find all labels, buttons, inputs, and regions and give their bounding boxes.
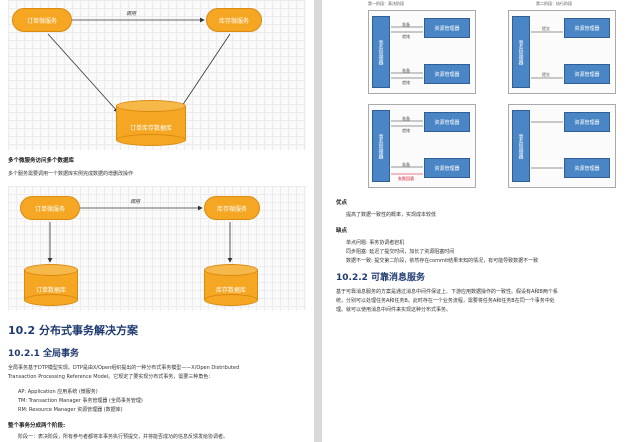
cons-item-2: 同步阻塞: 延迟了提交时间，加长了资源阻塞时间 bbox=[346, 249, 455, 255]
phase1-title: 第一阶段：表决阶段 bbox=[368, 1, 404, 6]
call-arrow-label: 调用 bbox=[126, 11, 137, 17]
desc-multi-service: 多个服务需要调用一个数据库实例完成数据的增删改操作 bbox=[8, 171, 134, 177]
rm-box-1b: 资源管理器 bbox=[424, 64, 470, 84]
cons-item-3: 数据不一致: 提交第二阶段，依然存在commit结果未知的情况，有可能导致数据不… bbox=[346, 258, 539, 264]
arrow-ready-1a: 就绪 bbox=[402, 34, 410, 39]
phase-heading: 整个事务分成两个阶段: bbox=[8, 423, 66, 429]
order-service-node: 订单微服务 bbox=[12, 8, 72, 32]
arrow-ready-3a: 就绪 bbox=[402, 128, 410, 133]
phase2-title: 第二阶段：执行阶段 bbox=[536, 1, 572, 6]
rm-box-4b: 资源管理器 bbox=[564, 158, 610, 178]
rm-box-2b: 资源管理器 bbox=[564, 64, 610, 84]
left-page: 订单微服务 库存微服务 调用 订单库存数据库 多个微服务访问多个数据库 多个服务… bbox=[0, 0, 314, 442]
order-db: 订单数据库 bbox=[24, 264, 78, 306]
rm-box-2a: 资源管理器 bbox=[564, 18, 610, 38]
msg-line-1: 基于可靠消息服务的方案是通过消息中间件保证上、下游应用数据操作的一致性。假设有A… bbox=[336, 289, 558, 295]
inventory-service-node: 库存微服务 bbox=[206, 8, 262, 32]
msg-line-2: 统，分别可以处理任务A和任务B。此时存在一个业务流程，需要将任务A和任务B在同一… bbox=[336, 298, 555, 304]
rm-box-1a: 资源管理器 bbox=[424, 18, 470, 38]
arrow-prepare-3a: 准备 bbox=[402, 116, 410, 121]
tm-box-4: 事务管理器 bbox=[512, 110, 530, 182]
arrow-ready-1b: 就绪 bbox=[402, 80, 410, 85]
db-label: 订单库存数据库 bbox=[129, 125, 172, 132]
intro-line-1: 全局事务基于DTP模型实现。DTP是由X/Open组织提出的一种分布式事务模型—… bbox=[8, 365, 240, 371]
subsection-title-reliable-msg: 10.2.2 可靠消息服务 bbox=[336, 273, 426, 283]
diagram-multi-db: 订单微服务 库存微服务 调用 订单数据库 库存数据库 bbox=[8, 186, 306, 310]
role-ap: AP: Application 应用系统 (微服务) bbox=[18, 389, 98, 395]
tm-box-3: 事务管理器 bbox=[372, 110, 390, 182]
order-db-label: 订单数据库 bbox=[35, 287, 66, 294]
heading-multi-service: 多个微服务访问多个数据库 bbox=[8, 158, 75, 164]
inventory-db: 库存数据库 bbox=[204, 264, 258, 306]
pros-item-1: 提高了数据一致性的概率，实现成本较低 bbox=[346, 212, 437, 218]
order-inventory-db: 订单库存数据库 bbox=[116, 100, 186, 146]
call-arrow-label-2: 调用 bbox=[130, 199, 141, 205]
inventory-service-node-2: 库存微服务 bbox=[204, 196, 260, 220]
order-service-node-2: 订单微服务 bbox=[20, 196, 80, 220]
arrow-commit-2a: 提交 bbox=[542, 26, 550, 31]
msg-line-3: 理。就可以使用消息中间件来实现这种分布式事务。 bbox=[336, 307, 452, 313]
cons-heading: 缺点 bbox=[336, 228, 348, 234]
rm-box-4a: 资源管理器 bbox=[564, 112, 610, 132]
rm-box-3a: 资源管理器 bbox=[424, 112, 470, 132]
pros-heading: 优点 bbox=[336, 200, 348, 206]
tm-box-2: 事务管理器 bbox=[512, 16, 530, 88]
inventory-db-label: 库存数据库 bbox=[215, 287, 246, 294]
subsection-title-global-tx: 10.2.1 全局事务 bbox=[8, 349, 80, 359]
intro-line-2: Transaction Processing Reference Model。它… bbox=[8, 374, 214, 380]
arrow-prepare-1a: 准备 bbox=[402, 22, 410, 27]
role-rm: RM: Resource Manager 资源管理器 (数据库) bbox=[18, 407, 123, 413]
arrow-prepare-1b: 准备 bbox=[402, 68, 410, 73]
role-tm: TM: Transaction Manager 事务管理器 (全局事务管理) bbox=[18, 398, 143, 404]
phase-diagram-arrows bbox=[391, 26, 563, 175]
phase-1-text: 阶段一：表决阶段，所有参与者都将本事务执行预提交，并将能否成功的信息反馈发给协调… bbox=[18, 434, 229, 440]
arrow-commit-2b: 提交 bbox=[542, 72, 550, 77]
diagram-single-db-arrows bbox=[47, 17, 231, 113]
rm-box-3b: 资源管理器 bbox=[424, 158, 470, 178]
arrow-fail-3b: 失败回滚 bbox=[398, 176, 414, 181]
tm-box-1: 事务管理器 bbox=[372, 16, 390, 88]
right-page: 第一阶段：表决阶段 第二阶段：执行阶段 事务管理器 资源管理器 资源管理器 准备… bbox=[322, 0, 640, 442]
arrow-prepare-3b: 准备 bbox=[402, 162, 410, 167]
cons-item-1: 单点问题: 事务协调者宕机 bbox=[346, 240, 405, 246]
diagram-single-db: 订单微服务 库存微服务 调用 订单库存数据库 bbox=[8, 0, 306, 150]
diagram-multi-db-arrows bbox=[47, 205, 233, 263]
section-title-solutions: 10.2 分布式事务解决方案 bbox=[8, 324, 138, 337]
